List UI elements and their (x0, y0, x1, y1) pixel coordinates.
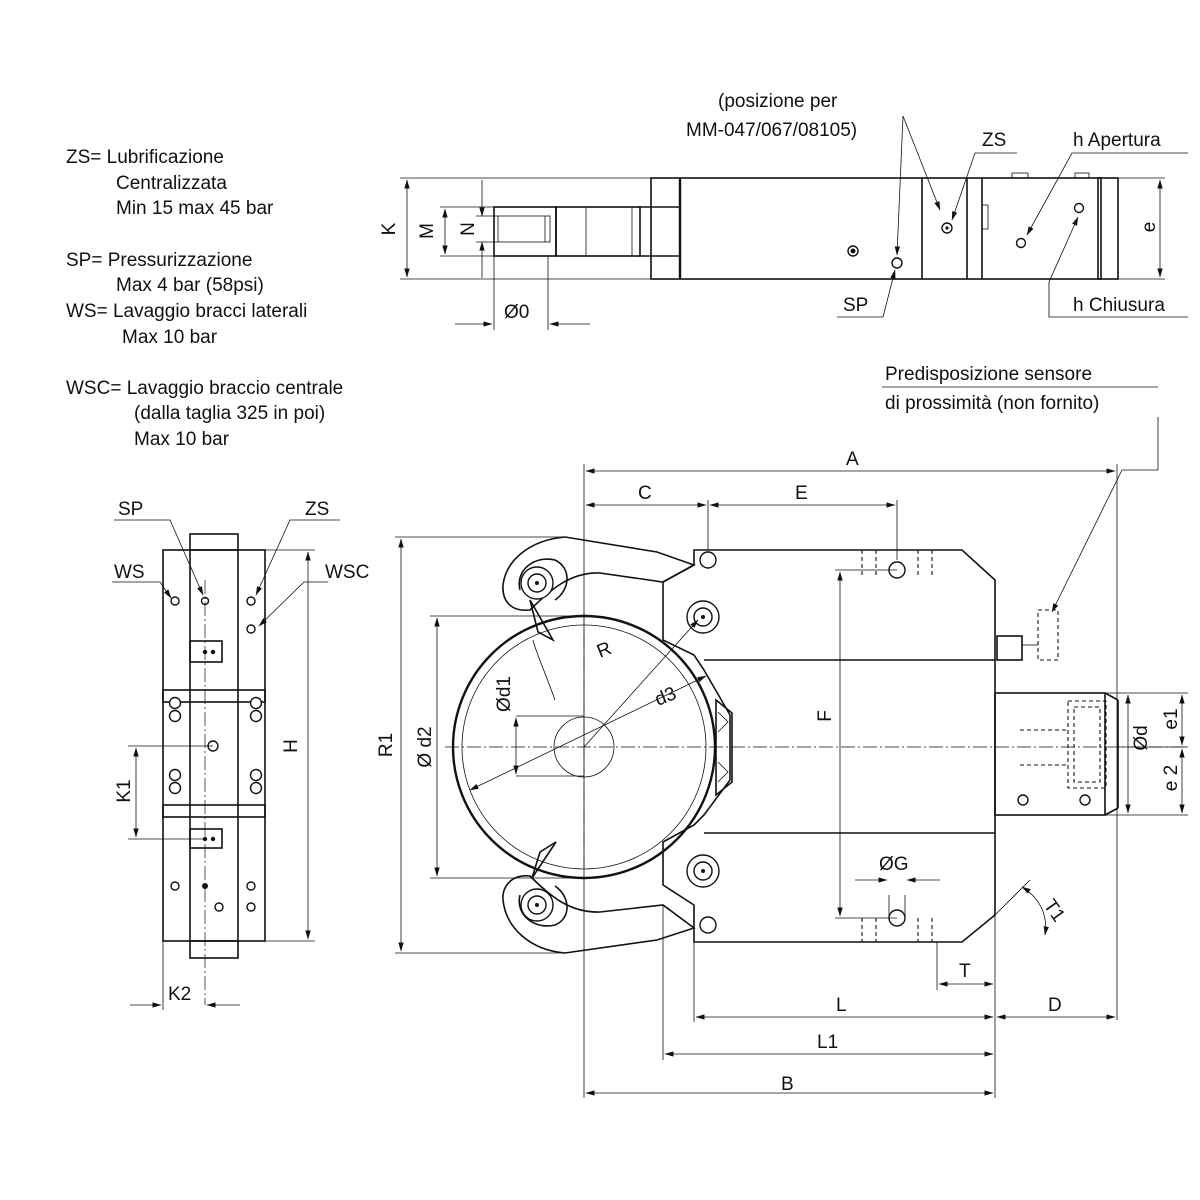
side-dim-k2: K2 (168, 984, 191, 1005)
main-view: Predisposizione sensore di prossimità (n… (376, 364, 1188, 1098)
side-label-wsc: WSC (325, 562, 369, 583)
main-dim-d2: Ø d2 (415, 726, 436, 767)
top-port-sp (891, 257, 903, 269)
top-dim-n: N (458, 222, 479, 236)
main-dim-r: R (594, 638, 615, 663)
main-dim-e2: e 2 (1161, 765, 1182, 791)
side-label-ws: WS (114, 562, 145, 583)
top-dim-o: Ø0 (504, 302, 529, 323)
top-label-h-apertura: h Apertura (1073, 130, 1161, 151)
top-port-h-closing (1073, 202, 1085, 214)
main-dim-g: ØG (879, 854, 909, 875)
main-shaft (994, 692, 1106, 816)
note-ws-line2: Max 10 bar (122, 327, 218, 348)
top-neck (555, 206, 641, 257)
main-sensor-note-2: di prossimità (non fornito) (885, 393, 1099, 414)
side-body (162, 549, 266, 942)
main-sensor-note-1: Predisposizione sensore (885, 364, 1092, 385)
top-dim-m: M (417, 223, 438, 239)
note-wsc-line3: Max 10 bar (134, 429, 230, 450)
main-dim-l: L (836, 995, 847, 1016)
note-wsc-line2: (dalla taglia 325 in poi) (134, 403, 325, 424)
main-dim-d1: Ød1 (494, 676, 515, 712)
main-dim-r1: R1 (376, 733, 397, 757)
top-label-h-chiusura: h Chiusura (1073, 295, 1165, 316)
main-dim-b: B (781, 1074, 794, 1095)
top-dim-e: e (1139, 222, 1160, 233)
top-position-note-2: MM-047/067/08105) (686, 120, 857, 141)
top-shaft (493, 206, 557, 257)
top-body (650, 177, 1102, 280)
main-dim-f: F (815, 710, 836, 722)
main-dim-od: Ød (1131, 725, 1152, 750)
side-dim-k1: K1 (114, 779, 135, 802)
side-label-zs: ZS (305, 499, 329, 520)
note-sp-title: SP= Pressurizzazione (66, 250, 252, 271)
top-label-sp: SP (843, 295, 868, 316)
note-zs-line2: Centralizzata (116, 173, 227, 194)
main-dim-d: D (1048, 995, 1062, 1016)
upper-jaw-arm (502, 536, 696, 611)
note-ws-title: WS= Lavaggio bracci laterali (66, 301, 307, 322)
main-dim-a: A (846, 449, 859, 470)
pivot-pins (520, 551, 906, 934)
note-zs-title: ZS= Lubrificazione (66, 147, 224, 168)
main-dim-l1: L1 (817, 1032, 838, 1053)
note-wsc-title: WSC= Lavaggio braccio centrale (66, 378, 343, 399)
main-dim-t: T (959, 961, 971, 982)
top-port-h-opening (1015, 237, 1027, 249)
main-dim-t1: T1 (1039, 896, 1069, 926)
note-sp-line2: Max 4 bar (58psi) (116, 275, 264, 296)
main-dim-e1: e1 (1161, 708, 1182, 729)
top-shaft-key (497, 215, 551, 243)
lower-jaw-arm (502, 875, 696, 954)
side-label-sp: SP (118, 499, 143, 520)
central-jaw (715, 698, 733, 797)
note-zs-line3: Min 15 max 45 bar (116, 198, 274, 219)
side-dim-h: H (281, 739, 302, 753)
main-dim-e: E (795, 483, 808, 504)
top-position-note-1: (posizione per (718, 91, 838, 112)
legend-notes: ZS= Lubrificazione Centralizzata Min 15 … (66, 147, 343, 450)
top-view: (posizione per MM-047/067/08105) ZS SP h… (379, 91, 1188, 330)
top-dim-k: K (379, 222, 400, 235)
top-label-zs: ZS (982, 130, 1006, 151)
main-dim-d3: d3 (652, 683, 679, 710)
main-dim-c: C (638, 483, 652, 504)
side-view: SP ZS WS WSC H K1 K2 (112, 499, 369, 1010)
